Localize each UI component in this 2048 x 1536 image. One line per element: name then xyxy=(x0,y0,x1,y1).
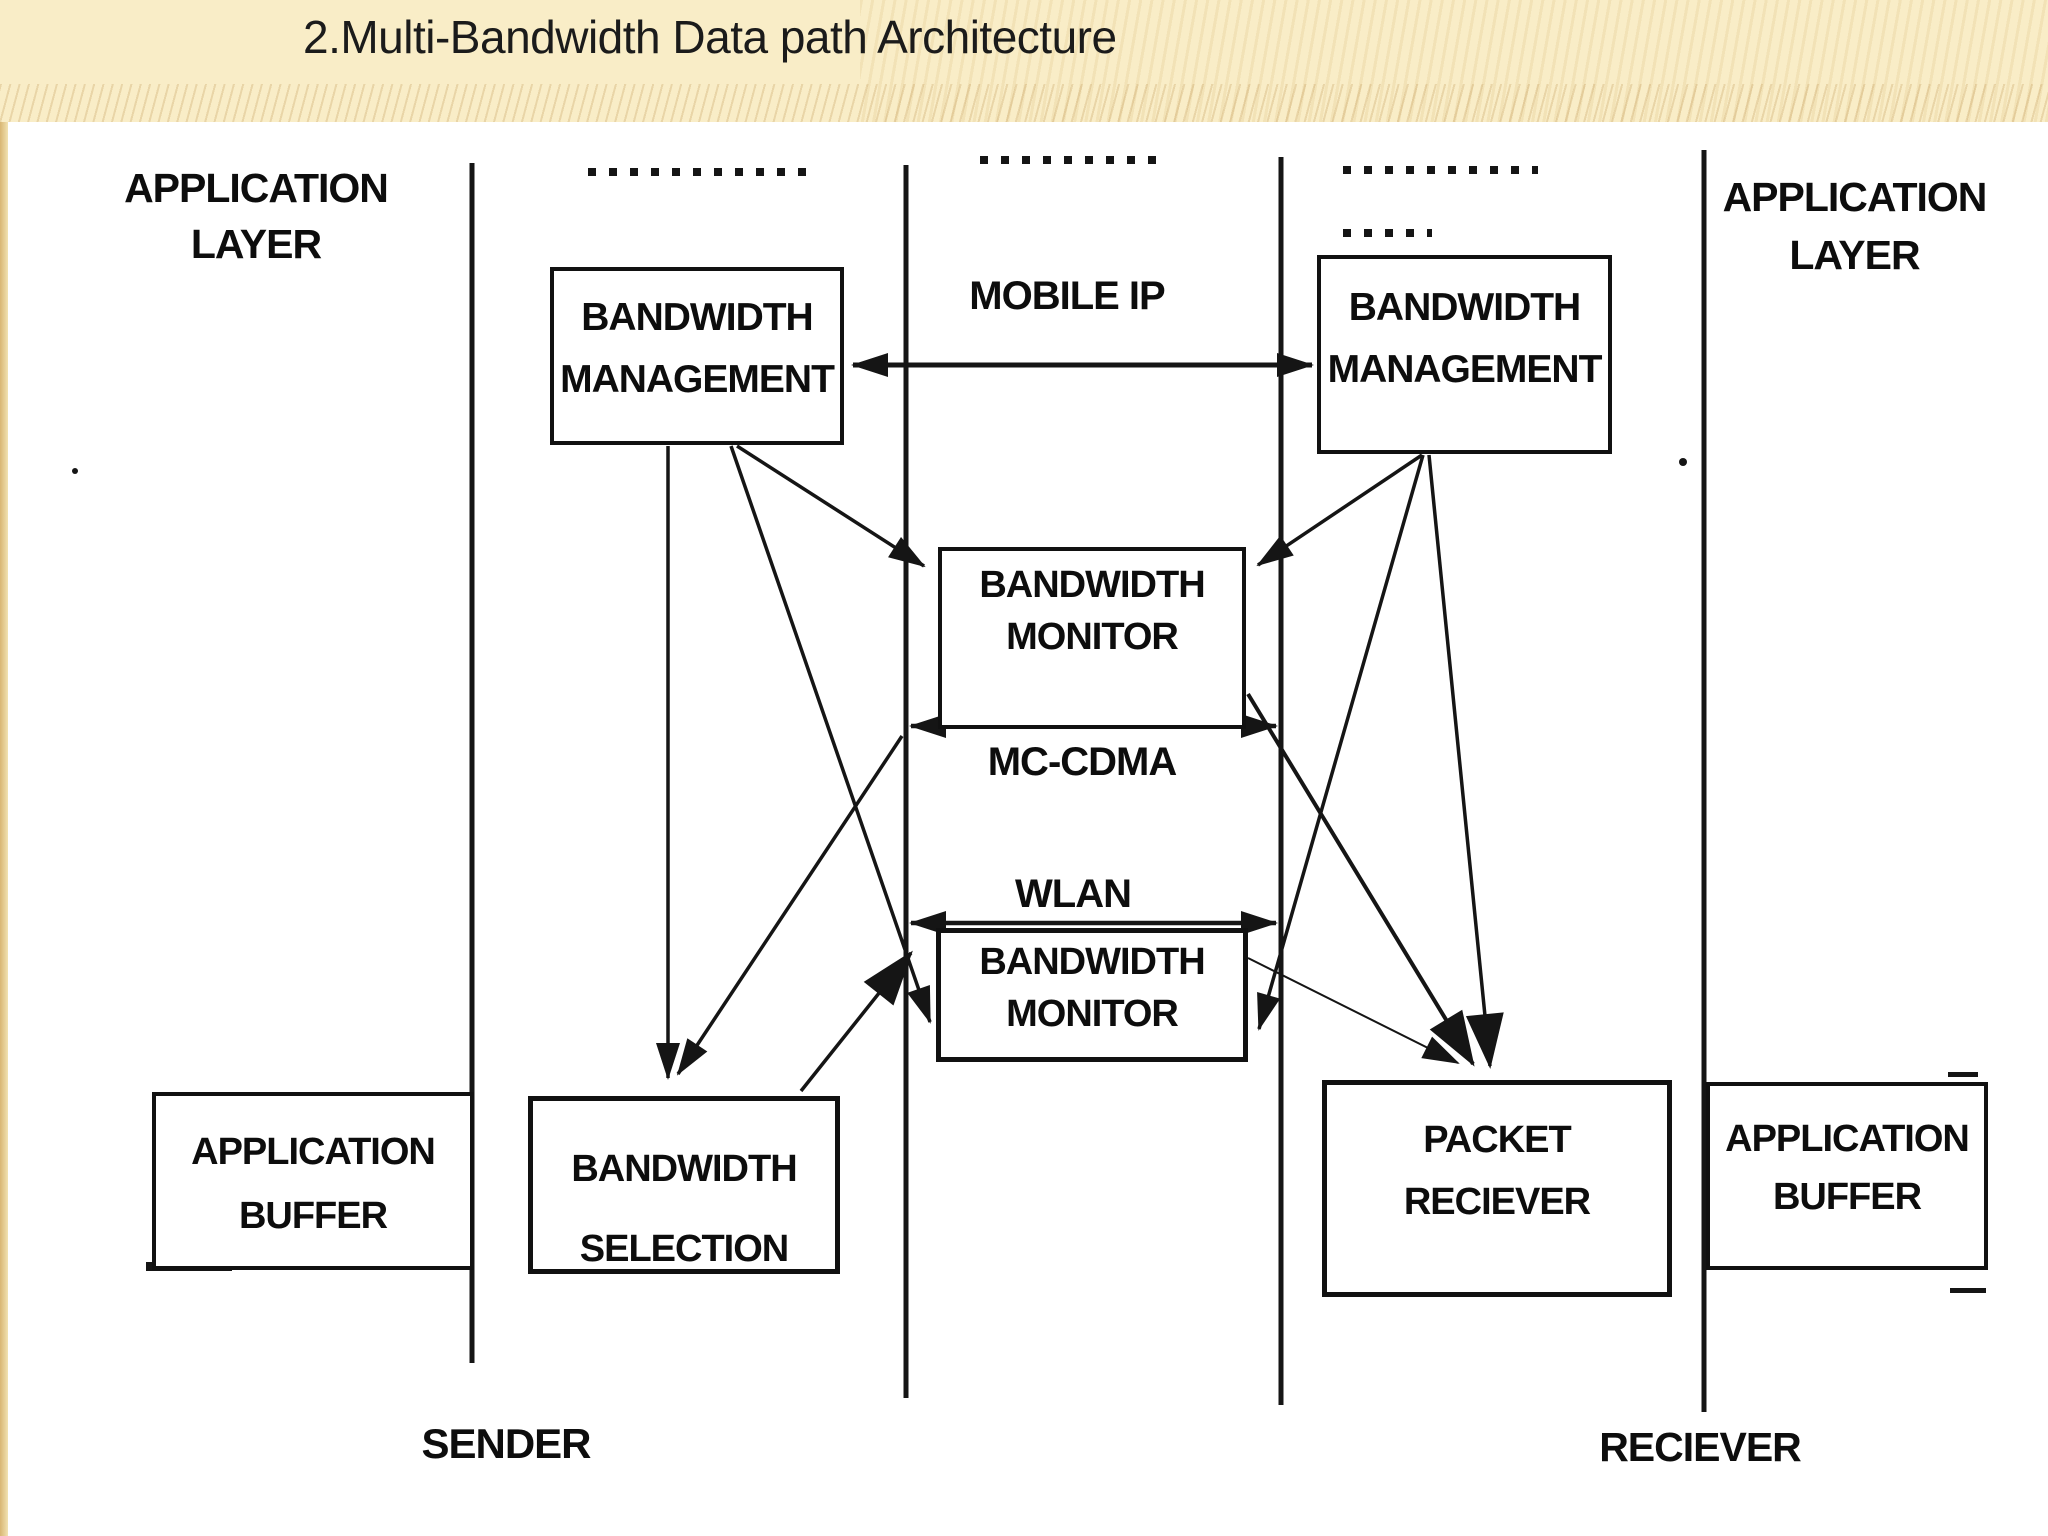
node-label-line: MANAGEMENT xyxy=(1327,348,1603,391)
slide-title: 2.Multi-Bandwidth Data path Architecture xyxy=(303,11,1117,63)
node-label-line: RECIEVER xyxy=(1403,1181,1591,1223)
arrow-bm-sender-to-wlan-monitor xyxy=(729,445,932,1024)
arrow-bm-sender-to-monitor xyxy=(736,444,926,568)
title-band xyxy=(0,0,2048,122)
node-label-line: BUFFER xyxy=(238,1195,388,1237)
arrow-monitor-to-packet-receiver xyxy=(1246,692,1475,1067)
arrow-wlan-monitor-to-packet-receiver xyxy=(1247,957,1460,1064)
node-label-line: BANDWIDTH xyxy=(979,564,1205,606)
label-line: MC-CDMA xyxy=(987,740,1178,784)
node-application-buffer-receiver: APPLICATION BUFFER xyxy=(1706,1082,1988,1270)
label-application-layer-sender: APPLICATION LAYER xyxy=(110,160,402,272)
label-line: LAYER xyxy=(1789,232,1920,278)
arrow-monitor-to-selection xyxy=(676,735,904,1076)
node-bandwidth-monitor-wlan: BANDWIDTH MONITOR xyxy=(936,928,1248,1062)
label-receiver: RECIEVER xyxy=(1596,1424,1804,1471)
label-line: WLAN xyxy=(1015,872,1132,916)
label-sender: SENDER xyxy=(406,1420,606,1468)
label-wlan: WLAN xyxy=(983,872,1163,917)
label-application-layer-receiver: APPLICATION LAYER xyxy=(1712,168,1997,284)
node-label-line: BANDWIDTH xyxy=(1348,286,1581,329)
node-bandwidth-management-sender: BANDWIDTH MANAGEMENT xyxy=(550,267,844,445)
node-label-line: APPLICATION xyxy=(1725,1118,1970,1160)
arrow-selection-to-wlan-monitor xyxy=(799,950,913,1093)
label-line: RECIEVER xyxy=(1599,1424,1802,1470)
left-edge-strip xyxy=(0,122,8,1536)
arrow-bm-receiver-to-monitor xyxy=(1256,453,1423,567)
label-line: MOBILE IP xyxy=(969,274,1165,318)
label-line: APPLICATION xyxy=(1722,174,1988,220)
node-label-line: SELECTION xyxy=(579,1228,789,1270)
node-bandwidth-monitor-mccdma: BANDWIDTH MONITOR xyxy=(938,547,1246,729)
node-label-line: MONITOR xyxy=(1006,616,1179,658)
label-line: LAYER xyxy=(190,221,322,267)
node-label-line: MANAGEMENT xyxy=(560,358,835,401)
node-label-line: BANDWIDTH xyxy=(571,1148,797,1190)
node-application-buffer-sender: APPLICATION BUFFER xyxy=(152,1092,474,1270)
node-label-line: PACKET xyxy=(1423,1119,1571,1161)
node-label-line: MONITOR xyxy=(1006,993,1179,1035)
node-bandwidth-management-receiver: BANDWIDTH MANAGEMENT xyxy=(1317,255,1612,454)
node-label-line: APPLICATION xyxy=(191,1131,436,1173)
node-label-line: BUFFER xyxy=(1772,1176,1922,1218)
arrow-bm-receiver-to-wlan-monitor xyxy=(1257,454,1425,1031)
node-packet-receiver: PACKET RECIEVER xyxy=(1322,1080,1672,1297)
arrow-bm-receiver-to-packet-receiver xyxy=(1427,454,1504,1069)
node-bandwidth-selection: BANDWIDTH SELECTION xyxy=(528,1096,840,1274)
label-line: SENDER xyxy=(421,1420,591,1467)
node-label-line: BANDWIDTH xyxy=(979,941,1205,983)
label-mobile-ip: MOBILE IP xyxy=(952,274,1182,319)
label-line: APPLICATION xyxy=(124,165,389,211)
node-label-line: BANDWIDTH xyxy=(581,296,813,339)
label-mc-cdma: MC-CDMA xyxy=(973,740,1191,785)
